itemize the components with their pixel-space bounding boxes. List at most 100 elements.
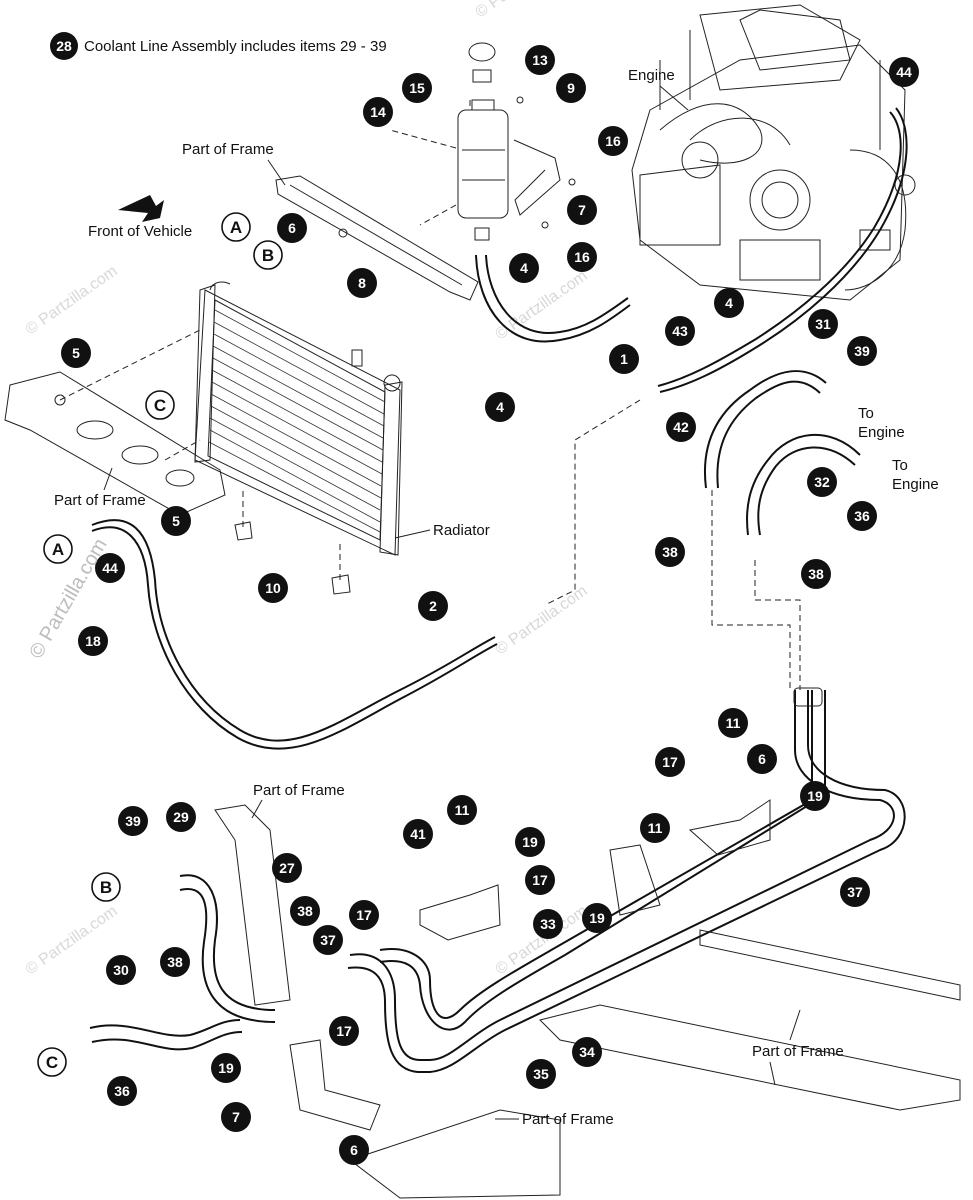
- front-of-vehicle-label: Front of Vehicle: [88, 223, 192, 240]
- callout-18b: 17: [525, 865, 555, 895]
- to-engine-labels: To Engine To Engine: [858, 405, 939, 493]
- callout-27: 27: [272, 853, 302, 883]
- callout-38c: 38: [290, 896, 320, 926]
- front-of-vehicle-arrow: Front of Vehicle: [88, 195, 192, 240]
- callout-8: 6: [277, 213, 307, 243]
- callout-5b: 5: [161, 506, 191, 536]
- callout-36b: 36: [107, 1076, 137, 1106]
- svg-text:4: 4: [725, 295, 733, 311]
- callout-10: 8: [347, 268, 377, 298]
- engine-label: Engine: [628, 67, 675, 84]
- callout-4a: 4: [509, 253, 539, 283]
- callout-17a: 16: [598, 126, 628, 156]
- callout-38a: 38: [655, 537, 685, 567]
- callout-41: 41: [403, 819, 433, 849]
- callout-29: 29: [166, 802, 196, 832]
- callout-30: 30: [106, 955, 136, 985]
- svg-text:44: 44: [896, 64, 912, 80]
- callout-19: 18: [78, 626, 108, 656]
- svg-text:1: 1: [620, 351, 628, 367]
- to-engine-label-1a: To: [858, 405, 874, 422]
- callout-14: 13: [525, 45, 555, 75]
- letter-markers: A B C A B C: [37, 212, 283, 1077]
- callout-38d: 38: [160, 947, 190, 977]
- frame-label-left: Part of Frame: [54, 492, 146, 509]
- svg-text:19: 19: [589, 910, 605, 926]
- svg-text:A: A: [52, 540, 64, 559]
- svg-text:31: 31: [815, 316, 831, 332]
- svg-text:15: 15: [409, 80, 425, 96]
- svg-text:33: 33: [540, 916, 556, 932]
- callouts: 15 13 9 14 16 7 16 4 6 8 1 4 5 5 44 18 1…: [61, 45, 919, 1165]
- to-engine-label-2a: To: [892, 457, 908, 474]
- svg-text:42: 42: [673, 419, 689, 435]
- callout-6b: 6: [339, 1135, 369, 1165]
- svg-text:19: 19: [522, 834, 538, 850]
- svg-text:2: 2: [429, 598, 437, 614]
- callout-7: 7: [221, 1102, 251, 1132]
- svg-text:19: 19: [807, 788, 823, 804]
- svg-text:29: 29: [173, 809, 189, 825]
- svg-text:13: 13: [532, 52, 548, 68]
- frame-member-left: Part of Frame: [4, 371, 226, 516]
- svg-text:36: 36: [114, 1083, 130, 1099]
- engine-illustration: Engine: [628, 4, 916, 301]
- svg-text:38: 38: [662, 544, 678, 560]
- callout-31: 31: [808, 309, 838, 339]
- svg-text:6: 6: [288, 220, 296, 236]
- assembly-header: 28 Coolant Line Assembly includes items …: [50, 32, 387, 60]
- svg-text:14: 14: [370, 104, 386, 120]
- watermark-text: © Partzilla.com: [473, 0, 571, 21]
- svg-text:4: 4: [520, 260, 528, 276]
- svg-text:B: B: [262, 246, 274, 265]
- svg-text:17: 17: [532, 872, 548, 888]
- svg-text:34: 34: [579, 1044, 595, 1060]
- svg-text:8: 8: [358, 275, 366, 291]
- frame-label-lower-left: Part of Frame: [253, 782, 345, 799]
- svg-text:37: 37: [320, 932, 336, 948]
- callout-20a: 19: [800, 781, 830, 811]
- callout-6a: 6: [747, 744, 777, 774]
- svg-text:4: 4: [496, 399, 504, 415]
- svg-text:32: 32: [814, 474, 830, 490]
- callout-13c: 11: [640, 813, 670, 843]
- callout-11: 9: [556, 73, 586, 103]
- svg-text:18: 18: [85, 633, 101, 649]
- callout-5a: 5: [61, 338, 91, 368]
- svg-text:38: 38: [297, 903, 313, 919]
- callout-38b: 38: [801, 559, 831, 589]
- letter-a-left: A: [43, 534, 73, 564]
- svg-text:44: 44: [102, 560, 118, 576]
- callout-18d: 17: [329, 1016, 359, 1046]
- svg-text:27: 27: [279, 860, 295, 876]
- callout-34: 34: [572, 1037, 602, 1067]
- callout-18a: 17: [655, 747, 685, 777]
- watermarks: © Partzilla.com © Partzilla.com © Partzi…: [23, 0, 591, 978]
- radiator-label: Radiator: [433, 522, 490, 539]
- callout-20c: 19: [582, 903, 612, 933]
- svg-text:16: 16: [605, 133, 621, 149]
- callout-32: 32: [807, 467, 837, 497]
- frame-label-bottom-right: Part of Frame: [752, 1043, 844, 1060]
- letter-c-top: C: [145, 390, 175, 420]
- callout-20d: 19: [211, 1053, 241, 1083]
- svg-text:9: 9: [567, 80, 575, 96]
- svg-text:39: 39: [854, 343, 870, 359]
- callout-4c: 4: [714, 288, 744, 318]
- svg-text:C: C: [154, 396, 166, 415]
- svg-text:7: 7: [232, 1109, 240, 1125]
- letter-c-bottom: C: [37, 1047, 67, 1077]
- svg-text:11: 11: [455, 802, 470, 818]
- svg-text:10: 10: [265, 580, 281, 596]
- frame-member-top: Part of Frame: [182, 141, 479, 301]
- callout-4b: 4: [485, 392, 515, 422]
- svg-text:5: 5: [172, 513, 180, 529]
- callout-39a: 39: [847, 336, 877, 366]
- to-engine-label-2b: Engine: [892, 476, 939, 493]
- svg-text:43: 43: [672, 323, 688, 339]
- svg-text:7: 7: [578, 202, 586, 218]
- callout-16: 15: [402, 73, 432, 103]
- svg-text:B: B: [100, 878, 112, 897]
- svg-text:17: 17: [662, 754, 678, 770]
- svg-text:17: 17: [336, 1023, 352, 1039]
